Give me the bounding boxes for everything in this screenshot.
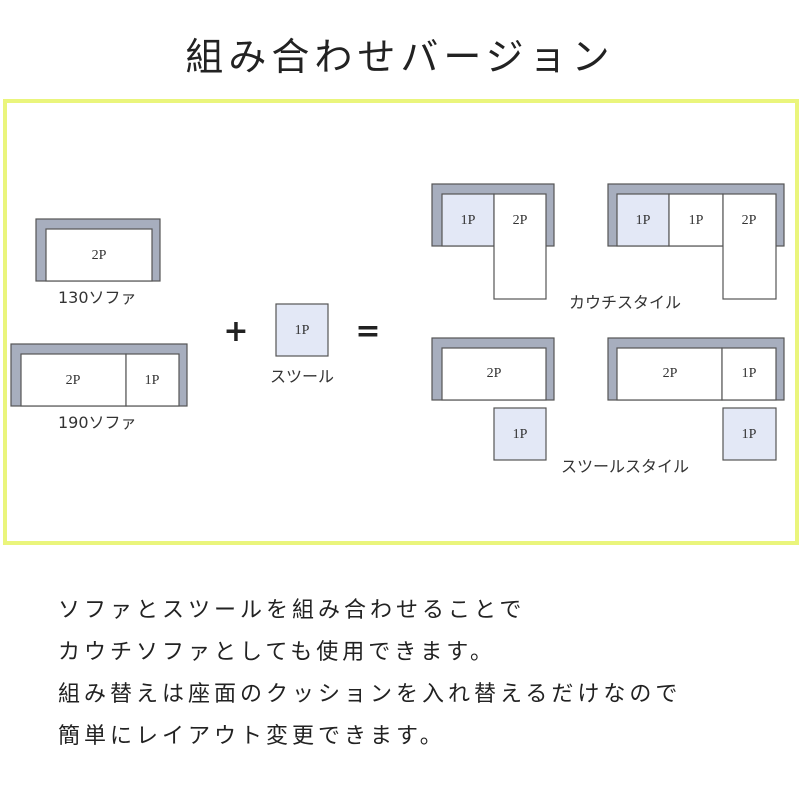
couch-style-label: カウチスタイル (569, 293, 681, 312)
couch-left-seat-1p (441, 193, 495, 247)
stool-style-label: スツールスタイル (561, 457, 689, 476)
stool-style-right: 2P 1P 1P (607, 337, 785, 461)
equals-sign: = (355, 314, 380, 349)
description-line: カウチソファとしても使用できます。 (58, 640, 497, 665)
stool-seat-label: 1P (295, 323, 310, 338)
sofa-190-seat-1p-label: 1P (145, 373, 160, 388)
stool-right-seat-1p (721, 347, 777, 401)
sofa-190-label: 190ソファ (58, 413, 137, 432)
page-title: 組み合わせバージョン (185, 35, 615, 79)
sofa-130-seat-label: 2P (92, 248, 107, 263)
couch-style-left: 1P 2P (431, 183, 555, 300)
sofa-130-label: 130ソファ (58, 288, 137, 307)
plus-sign: + (223, 314, 248, 349)
stool-right-seat-2p (616, 347, 723, 401)
stool-right-stool (722, 407, 777, 461)
couch-left-seat-1p-label: 1P (461, 213, 476, 228)
stool-right-stool-label: 1P (742, 427, 757, 442)
stool-style-left: 2P 1P (431, 337, 555, 461)
couch-left-seat-2p (493, 193, 547, 300)
sofa-190-seat-2p (20, 353, 127, 407)
stool-block (275, 303, 329, 357)
description: ソファとスツールを組み合わせることで カウチソファとしても使用できます。 組み替… (58, 590, 788, 758)
couch-right-seat-2p-label: 2P (742, 213, 757, 228)
couch-right-seat-1p (668, 193, 724, 247)
stool-left-stool (493, 407, 547, 461)
sofa-130-seat (45, 228, 153, 282)
stool-right-seat-2p-label: 2P (663, 366, 678, 381)
stool-left-seat-2p (441, 347, 547, 401)
sofa-190-seat-1p (125, 353, 180, 407)
sofa-190: 2P 1P 190ソファ (10, 343, 188, 432)
description-line: ソファとスツールを組み合わせることで (58, 598, 526, 623)
sofa-130: 2P 130ソファ (35, 218, 161, 307)
stool-left-stool-label: 1P (513, 427, 528, 442)
diagram-frame (3, 99, 799, 545)
stool-left-seat-2p-label: 2P (487, 366, 502, 381)
stool-label: スツール (270, 367, 334, 386)
description-line: 組み替えは座面のクッションを入れ替えるだけなので (58, 682, 682, 707)
couch-right-seat-stool-label: 1P (636, 213, 651, 228)
couch-right-seat-2p (722, 193, 777, 300)
couch-style-right: 1P 1P 2P (607, 183, 785, 300)
couch-right-seat-stool (616, 193, 670, 247)
couch-left-seat-2p-label: 2P (513, 213, 528, 228)
description-line: 簡単にレイアウト変更できます。 (58, 724, 446, 749)
couch-right-seat-1p-label: 1P (689, 213, 704, 228)
stool: 1P スツール (270, 303, 334, 386)
sofa-190-seat-2p-label: 2P (66, 373, 81, 388)
stool-right-seat-1p-label: 1P (742, 366, 757, 381)
